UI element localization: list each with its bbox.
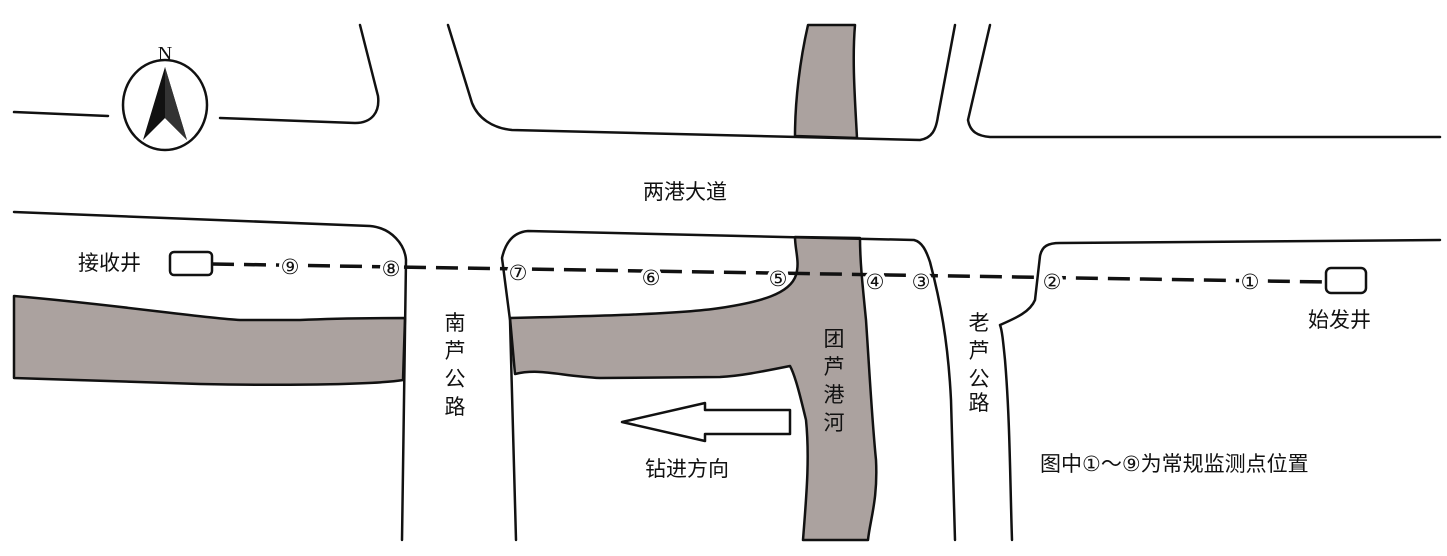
starting-well-icon [1324, 266, 1368, 295]
monitoring-point-9: ⑨ [281, 255, 300, 279]
road-edge [218, 23, 380, 125]
river-tuanlugang [508, 235, 878, 542]
char: 路 [969, 391, 990, 415]
char: 公 [445, 367, 466, 391]
river-left-band [12, 294, 407, 387]
monitoring-point-8: ⑧ [382, 257, 401, 281]
road-label-lianggang: 两港大道 [643, 180, 727, 204]
monitoring-point-2: ② [1043, 270, 1062, 294]
road-label-nanlu: 南 芦 公 路 [445, 311, 466, 419]
river-top-segment [793, 23, 859, 140]
monitoring-points: ① ② ③ ④ ⑤ ⑥ ⑦ ⑧ ⑨ [279, 255, 1261, 294]
char: 团 [824, 327, 845, 351]
receiving-well-label: 接收井 [78, 251, 141, 275]
road-edge [446, 23, 957, 142]
road-edge [966, 23, 1442, 139]
road-edge [12, 110, 110, 118]
legend-text: 图中①～⑨为常规监测点位置 [1040, 452, 1309, 476]
north-compass-icon: N [121, 43, 209, 152]
drilling-direction-label: 钻进方向 [645, 457, 729, 481]
char: 路 [445, 395, 466, 419]
char: 港 [824, 383, 845, 407]
char: 芦 [445, 339, 466, 363]
river-label-tuanlugang: 团 芦 港 河 [824, 327, 845, 435]
monitoring-point-4: ④ [866, 270, 885, 294]
road-edge [998, 238, 1442, 542]
compass-north-label: N [158, 43, 172, 65]
monitoring-point-7: ⑦ [509, 261, 528, 285]
receiving-well-icon [168, 250, 214, 277]
road-edge [500, 229, 957, 542]
road-label-laolu: 老 芦 公 路 [969, 311, 990, 415]
char: 南 [445, 311, 466, 335]
drilling-direction-arrow-icon [620, 401, 792, 443]
monitoring-point-1: ① [1241, 270, 1260, 294]
char: 公 [969, 367, 990, 391]
monitoring-point-6: ⑥ [642, 266, 661, 290]
char: 芦 [824, 355, 845, 379]
starting-well-label: 始发井 [1308, 308, 1371, 332]
char: 河 [824, 411, 845, 435]
monitoring-point-5: ⑤ [769, 267, 788, 291]
char: 老 [969, 311, 990, 335]
road-edge [12, 210, 408, 542]
char: 芦 [969, 339, 990, 363]
monitoring-point-3: ③ [912, 270, 931, 294]
